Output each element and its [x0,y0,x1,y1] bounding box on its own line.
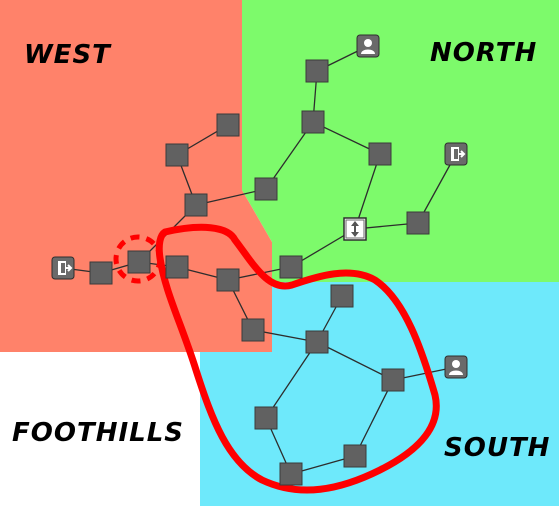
region-label-north: NORTH [430,38,538,68]
room-node[interactable] [254,177,278,201]
highlight-loop [155,223,440,494]
room-node[interactable] [184,193,208,217]
room-node[interactable] [254,406,278,430]
door-exit-icon[interactable] [444,142,468,166]
rooms [89,59,430,486]
room-node[interactable] [279,255,303,279]
room-node[interactable] [279,462,303,486]
up-down-arrows-icon[interactable] [343,217,367,241]
room-node[interactable] [165,255,189,279]
room-node[interactable] [406,211,430,235]
region-label-south: SOUTH [444,433,551,463]
room-node[interactable] [381,368,405,392]
person-icon[interactable] [444,355,468,379]
room-node[interactable] [89,261,113,285]
room-node[interactable] [330,284,354,308]
room-node[interactable] [305,330,329,354]
room-node[interactable] [368,142,392,166]
room-node[interactable] [301,110,325,134]
region-south [200,282,559,506]
room-node[interactable] [343,444,367,468]
room-node[interactable] [165,143,189,167]
door-exit-icon[interactable] [51,256,75,280]
room-node[interactable] [241,318,265,342]
room-node[interactable] [127,250,151,274]
dotted-selection-circle [113,234,163,284]
region-label-foothills: FOOTHILLS [12,418,184,448]
room-node[interactable] [216,268,240,292]
region-label-west: WEST [24,40,111,70]
room-node[interactable] [305,59,329,83]
room-node[interactable] [216,113,240,137]
person-icon[interactable] [356,34,380,58]
